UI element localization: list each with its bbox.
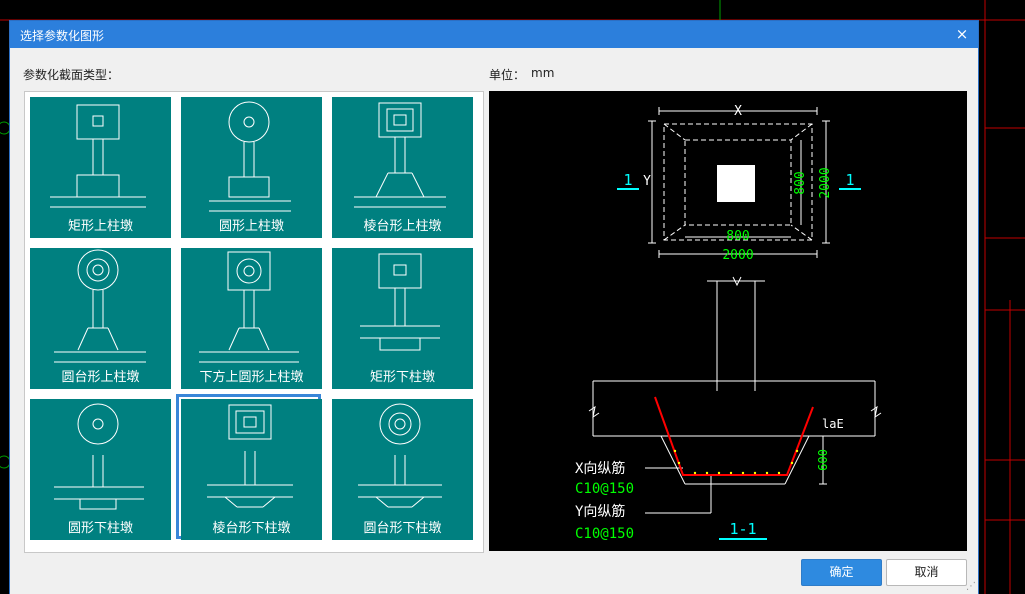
dim-800-vertical: 800	[793, 171, 808, 194]
y-rebar-label: Y向纵筋	[575, 503, 625, 520]
tile-label: 圆形上柱墩	[218, 219, 284, 234]
shape-tile-cone-bottom[interactable]: 圆台形下柱墩	[328, 395, 473, 540]
square-circle-top-icon	[199, 251, 299, 363]
dim-800-horizontal: 800	[726, 229, 749, 244]
rect-bottom-icon	[360, 253, 440, 351]
tile-label: 矩形上柱墩	[67, 219, 133, 234]
tile-label: 棱台形下柱墩	[212, 521, 291, 536]
shape-tile-frustum-bottom[interactable]: 棱台形下柱墩	[176, 394, 322, 540]
close-button[interactable]: ×	[955, 25, 969, 43]
tile-thumbnail: 矩形下柱墩	[332, 248, 473, 389]
section-mark-left: 1	[623, 171, 632, 189]
tile-label: 下方上圆形上柱墩	[199, 370, 304, 385]
circle-top-icon	[209, 101, 291, 212]
tile-thumbnail: 圆台形上柱墩	[30, 248, 171, 389]
parametric-shape-dialog: 选择参数化图形 × 参数化截面类型： 单位： mm 矩形上柱墩 圆形上柱墩 棱台形上…	[10, 21, 978, 594]
shape-tile-circle-bottom[interactable]: 圆形下柱墩	[26, 395, 171, 540]
resize-grip-icon[interactable]: ⋰	[966, 581, 976, 592]
ok-button[interactable]: 确定	[801, 559, 882, 586]
unit-value: mm	[531, 66, 555, 80]
shape-tile-square-circle-top[interactable]: 下方上圆形上柱墩	[177, 244, 322, 389]
tile-thumbnail: 圆台形下柱墩	[332, 399, 473, 540]
title-bar: 选择参数化图形 ×	[10, 21, 978, 48]
section-type-label: 参数化截面类型：	[23, 68, 120, 82]
shape-tile-cone-top[interactable]: 圆台形上柱墩	[26, 244, 171, 389]
frustum-bottom-icon	[207, 404, 293, 508]
rect-top-icon	[50, 104, 146, 208]
shape-tile-rect-top[interactable]: 矩形上柱墩	[26, 93, 171, 238]
shape-tile-grid: 矩形上柱墩 圆形上柱墩 棱台形上柱墩圆台形上柱墩 下方上圆形上柱墩 矩形下柱墩圆形下柱墩…	[24, 91, 484, 553]
tile-thumbnail: 圆形下柱墩	[30, 399, 171, 540]
y-rebar-spec: C10@150	[575, 526, 634, 542]
tile-thumbnail: 棱台形下柱墩	[181, 399, 322, 540]
shape-preview-canvas: X Y 800 2000 800 2000 1 1 1-1 laE 600 X向…	[489, 91, 967, 551]
shape-tile-rect-bottom[interactable]: 矩形下柱墩	[328, 244, 473, 389]
tile-thumbnail: 矩形上柱墩	[30, 97, 171, 238]
tile-thumbnail: 棱台形上柱墩	[332, 97, 473, 238]
plan-inner-dashed	[684, 139, 792, 226]
dim-600-vertical: 600	[816, 449, 830, 471]
section-mark-right: 1	[845, 171, 854, 189]
dim-2000-horizontal: 2000	[722, 248, 753, 263]
circle-bottom-icon	[54, 403, 144, 510]
tile-label: 矩形下柱墩	[369, 370, 435, 385]
dialog-title: 选择参数化图形	[20, 29, 105, 43]
unit-label: 单位：	[489, 68, 526, 82]
tile-label: 圆台形上柱墩	[61, 370, 140, 385]
cancel-button[interactable]: 取消	[886, 559, 967, 586]
tile-thumbnail: 下方上圆形上柱墩	[181, 248, 322, 389]
column-plan-square	[717, 165, 755, 202]
section-title: 1-1	[729, 520, 756, 538]
shape-tile-circle-top[interactable]: 圆形上柱墩	[177, 93, 322, 238]
tile-label: 圆台形下柱墩	[363, 521, 442, 536]
rebar-line	[654, 396, 814, 476]
tile-thumbnail: 圆形上柱墩	[181, 97, 322, 238]
dim-y-label: Y	[643, 174, 651, 189]
cone-bottom-icon	[358, 403, 442, 508]
dim-x-label: X	[734, 104, 742, 119]
tile-label: 棱台形上柱墩	[363, 219, 442, 234]
dim-lae-label: laE	[822, 417, 844, 431]
cone-top-icon	[54, 249, 146, 363]
shape-tile-frustum-top[interactable]: 棱台形上柱墩	[328, 93, 473, 238]
frustum-top-icon	[354, 102, 446, 208]
plan-outer-dashed	[663, 123, 813, 241]
x-rebar-spec: C10@150	[575, 481, 634, 497]
tile-label: 圆形下柱墩	[67, 521, 133, 536]
dim-2000-vertical: 2000	[818, 167, 833, 198]
x-rebar-label: X向纵筋	[575, 460, 625, 477]
